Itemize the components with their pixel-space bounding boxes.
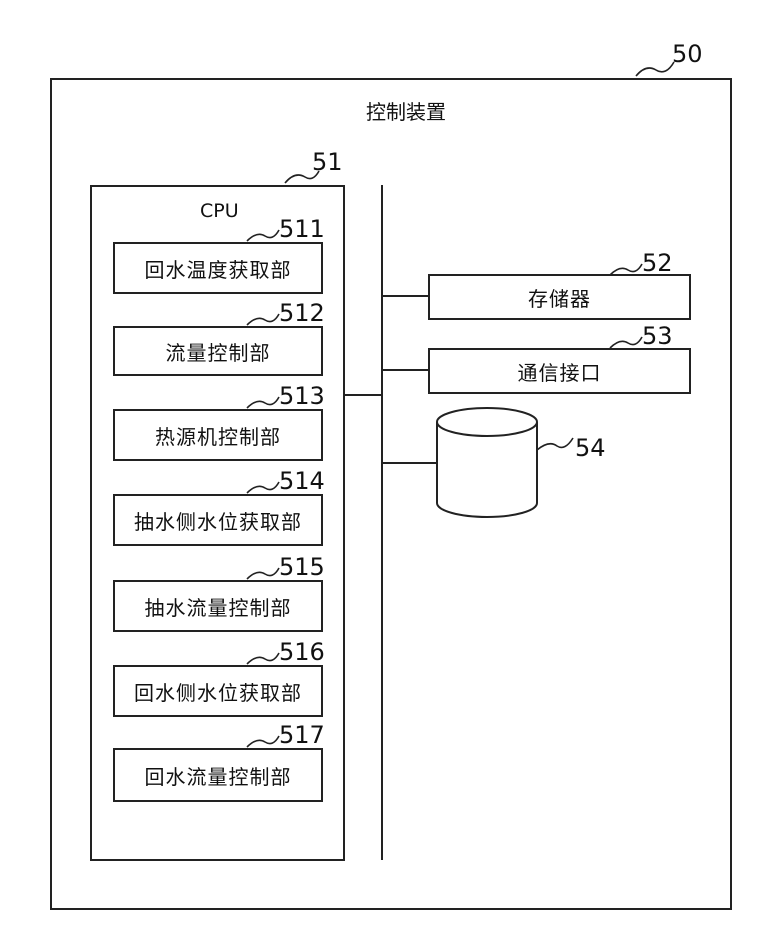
module-pumping-flow-control: 抽水流量控制部 — [113, 580, 323, 632]
module-return-side-level-acquisition: 回水侧水位获取部 — [113, 665, 323, 717]
module-label: 热源机控制部 — [155, 421, 281, 450]
module-label: 回水流量控制部 — [145, 761, 292, 790]
cpu-ref-number: 51 — [312, 148, 343, 176]
storage-ref-number: 54 — [575, 434, 606, 462]
leader-50 — [636, 62, 674, 76]
module-ref-number: 513 — [279, 382, 325, 410]
module-label: 流量控制部 — [166, 337, 271, 366]
module-ref-number: 515 — [279, 553, 325, 581]
module-heat-source-control: 热源机控制部 — [113, 409, 323, 461]
device-title: 控制装置 — [366, 96, 446, 125]
module-label: 抽水侧水位获取部 — [134, 506, 302, 535]
module-ref-number: 514 — [279, 467, 325, 495]
memory-ref-number: 52 — [642, 249, 673, 277]
module-label: 回水温度获取部 — [145, 254, 292, 283]
module-return-flow-control: 回水流量控制部 — [113, 748, 323, 802]
module-label: 抽水流量控制部 — [145, 592, 292, 621]
memory-label: 存储器 — [528, 283, 591, 312]
module-flow-control: 流量控制部 — [113, 326, 323, 376]
memory-box: 存储器 — [428, 274, 691, 320]
module-pumping-side-level-acquisition: 抽水侧水位获取部 — [113, 494, 323, 546]
device-ref-number: 50 — [672, 40, 703, 68]
module-label: 回水侧水位获取部 — [134, 677, 302, 706]
module-ref-number: 512 — [279, 299, 325, 327]
comm-label: 通信接口 — [518, 357, 602, 386]
comm-ref-number: 53 — [642, 322, 673, 350]
module-ref-number: 511 — [279, 215, 325, 243]
module-ref-number: 517 — [279, 721, 325, 749]
comm-interface-box: 通信接口 — [428, 348, 691, 394]
module-ref-number: 516 — [279, 638, 325, 666]
cpu-label: CPU — [200, 200, 239, 222]
module-return-water-temp-acquisition: 回水温度获取部 — [113, 242, 323, 294]
